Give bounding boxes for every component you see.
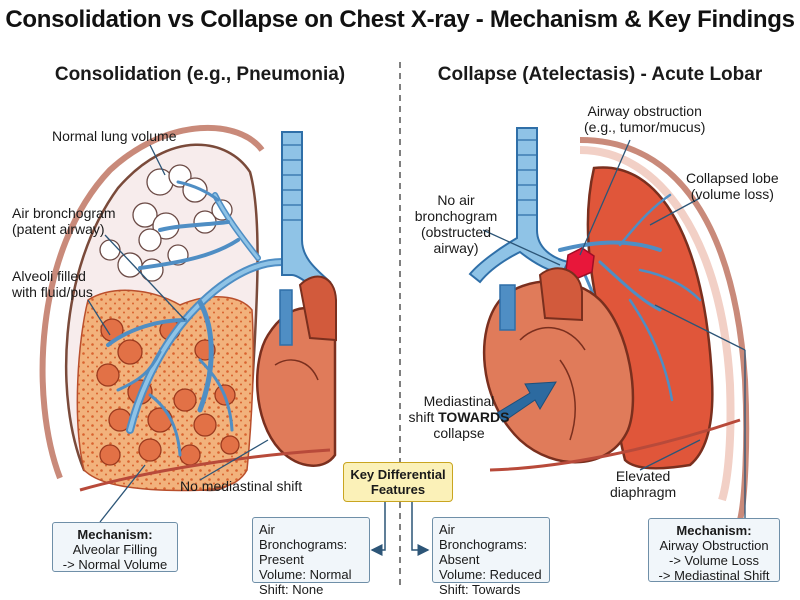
- left-mechanism-box: Mechanism: Alveolar Filling -> Normal Vo…: [52, 522, 178, 572]
- key-line1: Key Differential: [350, 467, 446, 482]
- consolidation-feature-line1: Air Bronchograms:: [259, 522, 348, 552]
- label-collapsed-line2: (volume loss): [690, 186, 774, 202]
- right-mechanism-line3: -> Mediastinal Shift: [658, 568, 770, 583]
- left-lung: [39, 124, 337, 492]
- label-alveoli-line2: with fluid/pus: [12, 284, 93, 300]
- right-mechanism-heading: Mechanism:: [676, 523, 752, 538]
- label-shift-pre: shift: [408, 409, 439, 425]
- label-no-air-line4: airway): [433, 240, 479, 256]
- consolidation-feature-line4: Shift: None: [259, 582, 324, 597]
- collapse-feature-line3: Volume: Reduced: [439, 567, 542, 582]
- label-shift-towards: TOWARDS: [438, 409, 510, 425]
- page-title: Consolidation vs Collapse on Chest X-ray…: [5, 6, 795, 33]
- label-shift-line2: shift TOWARDS: [406, 409, 512, 425]
- label-air-bronchogram: Air bronchogram (patent airway): [12, 205, 116, 237]
- label-no-air-line2: bronchogram: [414, 208, 498, 224]
- label-air-bronchogram-line2: (patent airway): [12, 221, 105, 237]
- label-obstruction-line2: (e.g., tumor/mucus): [584, 119, 706, 135]
- left-mechanism-heading: Mechanism:: [77, 527, 153, 542]
- label-airway-obstruction: Airway obstruction (e.g., tumor/mucus): [584, 103, 705, 135]
- right-heart: [482, 267, 635, 464]
- label-alveoli-filled: Alveoli filled with fluid/pus: [12, 268, 93, 300]
- right-diaphragm: [489, 418, 741, 472]
- right-trachea: [468, 127, 570, 284]
- right-lung: [468, 127, 750, 521]
- label-diaphragm-line2: diaphragm: [610, 484, 677, 500]
- label-diaphragm-line1: Elevated: [615, 468, 671, 484]
- label-no-air-line1: No air: [437, 192, 475, 208]
- left-chest-wall: [39, 124, 265, 480]
- label-air-bronchogram-line1: Air bronchogram: [12, 205, 116, 221]
- label-no-air-line3: (obstructed: [420, 224, 492, 240]
- right-panel-title: Collapse (Atelectasis) - Acute Lobar: [437, 64, 763, 85]
- mediastinal-shift-arrow: [496, 381, 557, 423]
- label-alveoli-line1: Alveoli filled: [12, 268, 86, 284]
- consolidation-features-box: Air Bronchograms: Present Volume: Normal…: [252, 517, 370, 597]
- left-panel-title: Consolidation (e.g., Pneumonia): [54, 64, 346, 85]
- label-no-mediastinal-shift: No mediastinal shift: [180, 478, 303, 494]
- right-mechanism-line1: Airway Obstruction: [659, 538, 769, 553]
- collapse-features-box: Air Bronchograms: Absent Volume: Reduced…: [432, 517, 550, 597]
- right-mechanism-line2: -> Volume Loss: [669, 553, 759, 568]
- label-shift-line1: Mediastinal: [423, 393, 495, 409]
- consolidation-feature-line3: Volume: Normal: [259, 567, 352, 582]
- collapse-feature-line1: Air Bronchograms:: [439, 522, 528, 552]
- label-obstruction-line1: Airway obstruction: [587, 103, 702, 119]
- label-normal-lung-volume: Normal lung volume: [52, 128, 177, 144]
- consolidation-feature-line2: Present: [259, 552, 304, 567]
- left-mechanism-line1: Alveolar Filling: [72, 542, 158, 557]
- label-mediastinal-shift: Mediastinal shift TOWARDS collapse: [406, 393, 512, 441]
- label-collapsed-lobe: Collapsed lobe (volume loss): [686, 170, 779, 202]
- label-shift-line3: collapse: [433, 425, 485, 441]
- label-elevated-diaphragm: Elevated diaphragm: [610, 468, 676, 500]
- collapse-feature-line2: Absent: [439, 552, 480, 567]
- left-trachea: [281, 131, 332, 294]
- right-mechanism-box: Mechanism: Airway Obstruction -> Volume …: [648, 518, 780, 583]
- left-diaphragm: [79, 448, 331, 492]
- left-heart: [255, 275, 337, 467]
- collapse-feature-line4: Shift: Towards: [439, 582, 521, 597]
- key-differential-box: Key Differential Features: [343, 462, 453, 502]
- label-collapsed-line1: Collapsed lobe: [686, 170, 779, 186]
- label-no-air-bronchogram: No air bronchogram (obstructed airway): [412, 192, 500, 256]
- key-line2: Features: [370, 482, 426, 497]
- left-mechanism-line2: -> Normal Volume: [62, 557, 168, 572]
